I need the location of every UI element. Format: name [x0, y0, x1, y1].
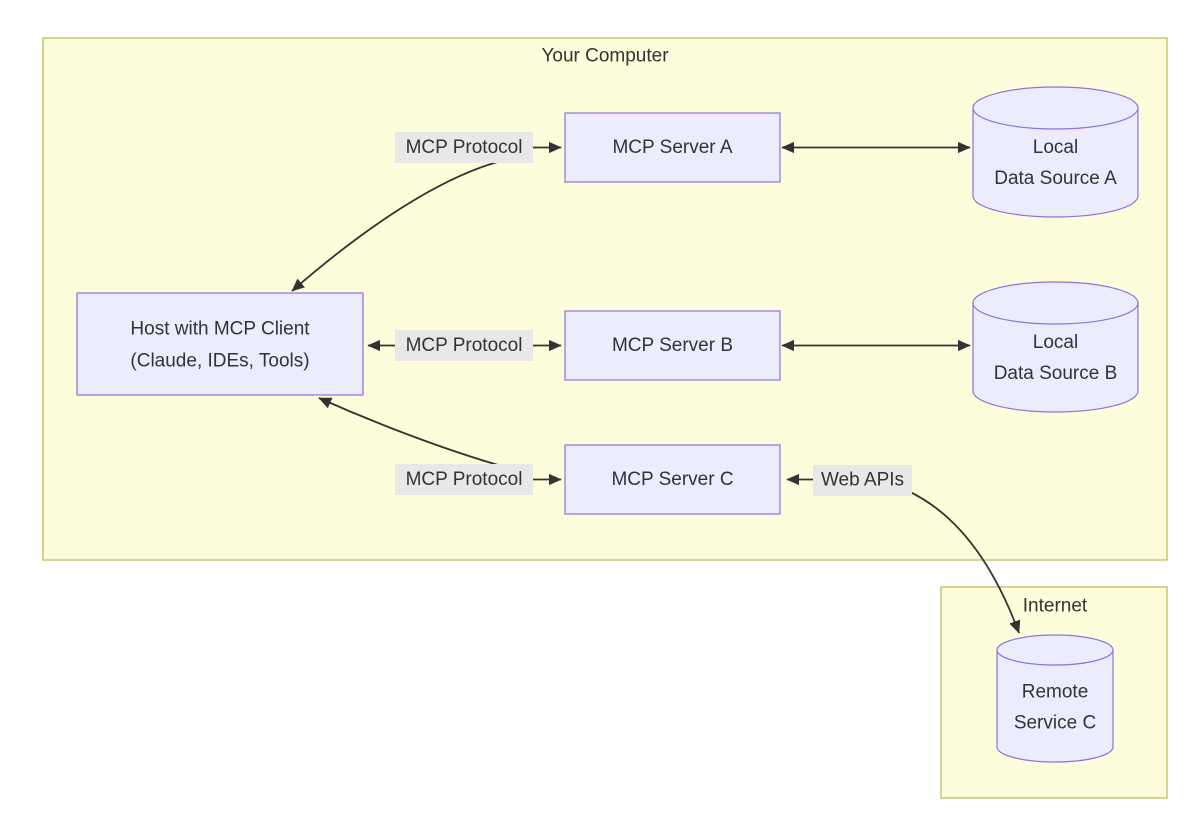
node-server-c-label: MCP Server C [611, 469, 733, 490]
cylinder-body [972, 107, 1139, 218]
edge-label-mcp-protocol-c: MCP Protocol [395, 464, 533, 495]
node-server-b: MCP Server B [564, 310, 781, 381]
edge-web-apis-to-remote-service-c [907, 490, 1021, 634]
node-data-source-a-label-line1: Local [1033, 137, 1078, 158]
cylinder-top [972, 86, 1139, 130]
cluster-internet-title: Internet [1023, 596, 1088, 617]
edge-host-server-c-curve [318, 397, 506, 468]
edge-label-bg [395, 464, 533, 495]
node-server-b-box [564, 310, 781, 381]
node-data-source-a: Local Data Source A [972, 86, 1139, 218]
node-server-c: MCP Server C [564, 444, 781, 515]
cluster-your-computer-title: Your Computer [541, 46, 669, 67]
edge-label-text: Web APIs [821, 470, 904, 491]
cylinder-body [996, 649, 1114, 763]
edge-label-bg [395, 132, 533, 163]
edge-label-bg [395, 330, 533, 361]
node-host-label-line1: Host with MCP Client [130, 319, 310, 340]
node-host-box [76, 292, 364, 396]
cylinder-top [996, 634, 1114, 666]
node-server-a: MCP Server A [564, 112, 781, 183]
edge-host-server-a-curve [291, 159, 506, 292]
node-server-c-box [564, 444, 781, 515]
edge-label-text: MCP Protocol [406, 335, 523, 356]
node-data-source-b: Local Data Source B [972, 281, 1139, 413]
edge-label-mcp-protocol-b: MCP Protocol [395, 330, 533, 361]
node-remote-service-c-label-line1: Remote [1022, 682, 1089, 703]
node-server-a-box [564, 112, 781, 183]
node-data-source-b-label-line2: Data Source B [994, 363, 1118, 384]
node-remote-service-c-label-line2: Service C [1014, 713, 1096, 734]
edge-label-bg [813, 465, 912, 496]
node-server-a-label: MCP Server A [612, 137, 732, 158]
node-remote-service-c: Remote Service C [996, 634, 1114, 763]
node-host: Host with MCP Client (Claude, IDEs, Tool… [76, 292, 364, 396]
edge-label-mcp-protocol-a: MCP Protocol [395, 132, 533, 163]
edge-label-text: MCP Protocol [406, 137, 523, 158]
cylinder-top [972, 281, 1139, 325]
cylinder-body [972, 302, 1139, 413]
node-server-b-label: MCP Server B [612, 335, 733, 356]
edge-label-text: MCP Protocol [406, 469, 523, 490]
node-data-source-a-label-line2: Data Source A [994, 168, 1117, 189]
cluster-internet: Internet [940, 586, 1168, 799]
node-data-source-b-label-line1: Local [1033, 332, 1078, 353]
node-host-label-line2: (Claude, IDEs, Tools) [130, 351, 309, 372]
edge-label-web-apis: Web APIs [813, 465, 912, 496]
